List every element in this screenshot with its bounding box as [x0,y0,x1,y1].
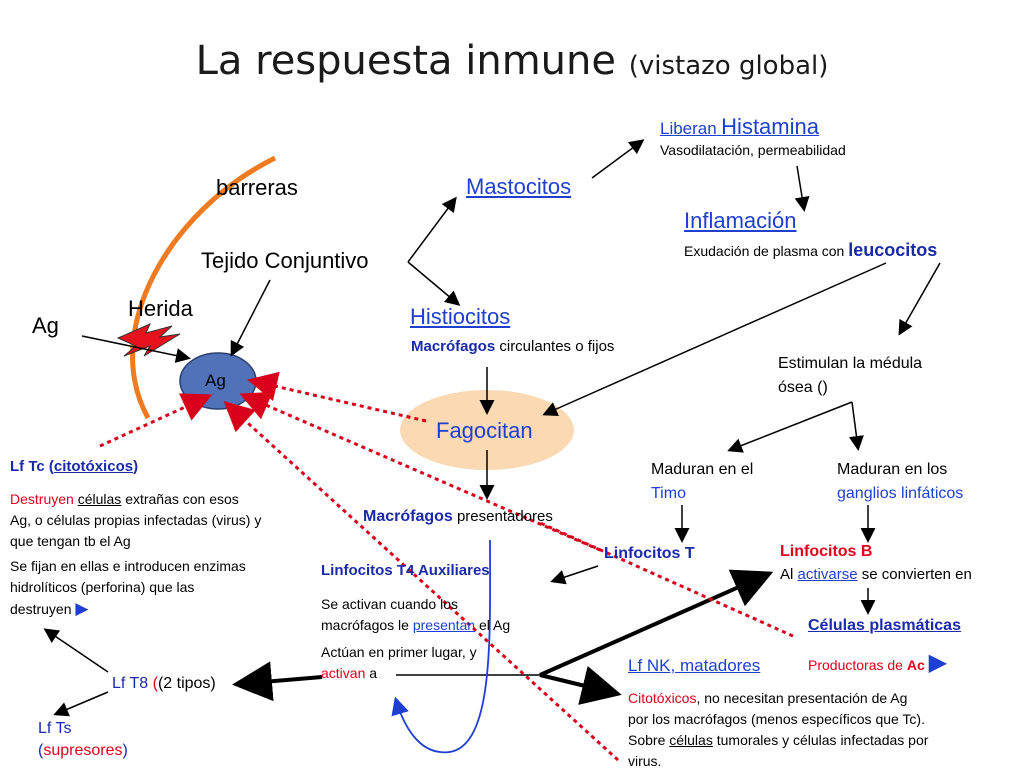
fagocitan-ellipse [400,390,574,470]
label-tc-description: Destruyen células extrañas con esos Ag, … [10,491,262,618]
link-celulas-plasmaticas[interactable]: Células plasmáticas [808,617,961,634]
label-linfocitos-b: Linfocitos B [780,543,873,560]
title-sub: (vistazo global) [628,51,829,81]
page-title: La respuesta inmune (vistazo global) [0,38,1024,84]
label-exudacion: Exudación de plasma con leucocitos [684,240,938,260]
link-histiocitos[interactable]: Histiocitos [410,304,511,329]
title-main: La respuesta inmune [195,38,616,84]
label-ag-left: Ag [32,313,59,338]
play-arrow-icon[interactable]: ▶ [928,649,948,676]
macrofagos-circulantes: Macrófagos circulantes o fijos [411,338,615,355]
macrofagos-presentadores: Macrófagos presentadores [363,508,553,525]
label-ag-circle: Ag [205,371,226,390]
label-linfocitos-t4: Linfocitos T4 Auxiliares [321,562,490,579]
link-inflamacion[interactable]: Inflamación [684,208,797,233]
label-lf-t8: Lf T8 ((2 tipos) [112,675,216,692]
lightning-icon [116,323,181,357]
label-fagocitan: Fagocitan [436,418,533,443]
link-lf-nk[interactable]: Lf NK, matadores [628,656,761,675]
play-arrow-icon[interactable]: ▶ [75,599,89,618]
barrier-curve [130,155,277,420]
label-lf-tc: Lf Tc (citotóxicos) [10,458,139,475]
label-al-activarse: Al activarse se convierten en [780,566,972,583]
blue-curve [391,539,492,754]
label-vasodilatacion: Vasodilatación, permeabilidad [660,142,846,158]
label-herida: Herida [128,296,193,321]
label-t4-description: Se activan cuando los macrófagos le pres… [321,596,511,681]
label-nk-description: Citotóxicos, no necesitan presentación d… [628,690,929,769]
liberan-histamina[interactable]: Liberan Histamina [660,114,819,139]
label-barreras: barreras [216,175,298,200]
label-productoras: Productoras de Ac ▶ [808,649,948,676]
label-lf-ts: Lf Ts (supresores) [38,720,128,759]
label-linfocitos-t: Linfocitos T [604,545,695,562]
link-mastocitos[interactable]: Mastocitos [466,174,572,199]
label-tejido-conjuntivo: Tejido Conjuntivo [201,248,369,273]
